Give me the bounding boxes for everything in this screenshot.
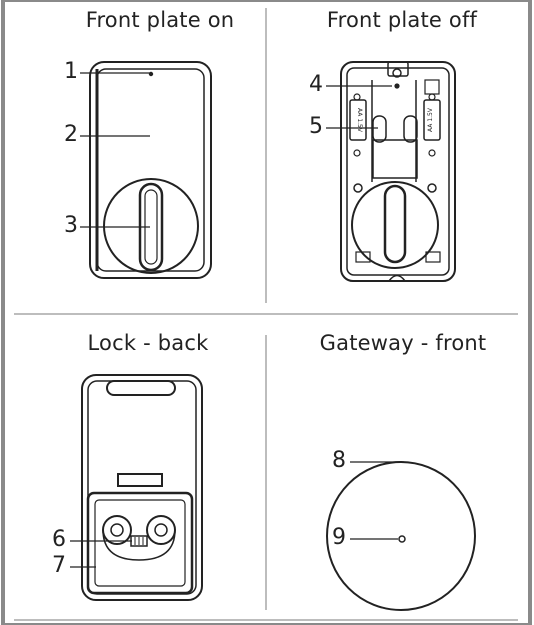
mount-bracket-bottom — [102, 529, 176, 561]
screw-right — [427, 183, 437, 193]
gateway-led — [398, 535, 406, 543]
battery-terminal-right-bottom — [428, 149, 436, 157]
callout-8: 8 — [332, 448, 346, 473]
battery-terminal-right-top — [428, 93, 436, 101]
reset-button — [387, 61, 409, 77]
front-plate-outer — [89, 61, 212, 279]
callout-2: 2 — [64, 122, 78, 147]
bottom-notch — [388, 274, 406, 282]
lock-front-plate-off: AA 1.5V AA 1.5V — [340, 61, 456, 282]
back-plate-outer — [81, 374, 203, 601]
led-dot — [394, 83, 400, 89]
gateway-front — [326, 461, 476, 611]
back-plate-inner — [87, 380, 197, 595]
mount-area-outer — [86, 491, 194, 595]
mount-hole-left-inner — [110, 523, 124, 537]
latch-left — [372, 115, 387, 143]
panel-title-front-plate-on: Front plate on — [85, 8, 235, 32]
battery-clip-top-right — [424, 79, 440, 95]
mount-area-inner — [94, 499, 186, 587]
callout-4: 4 — [309, 72, 323, 97]
callout-9: 9 — [332, 525, 346, 550]
screw-left — [353, 183, 363, 193]
lock-front-plate-on — [89, 61, 212, 279]
panel-title-lock-back: Lock - back — [87, 331, 209, 355]
lock-back — [81, 374, 203, 601]
battery-terminal-left-top — [353, 93, 361, 101]
sensor-dot — [148, 71, 154, 77]
thumb-turn-disc-back — [351, 181, 439, 269]
battery-left-label: AA 1.5V — [356, 108, 363, 133]
mount-hole-left — [102, 515, 132, 545]
callout-6: 6 — [52, 527, 66, 552]
latch-right — [403, 115, 418, 143]
mount-hole-right-inner — [154, 523, 168, 537]
callout-1: 1 — [64, 59, 78, 84]
foot-right — [425, 251, 441, 263]
battery-terminal-left-bottom — [353, 149, 361, 157]
top-slot — [106, 380, 176, 396]
mount-hole-right — [146, 515, 176, 545]
foot-left — [355, 251, 371, 263]
battery-right-label: AA 1.5V — [427, 107, 434, 132]
callout-5: 5 — [309, 114, 323, 139]
callout-7: 7 — [52, 553, 66, 578]
panel-title-gateway-front: Gateway - front — [319, 331, 487, 355]
thumb-turn-slot-back — [383, 184, 407, 264]
panel-title-front-plate-off: Front plate off — [326, 8, 478, 32]
mounting-slot — [117, 473, 163, 487]
callout-3: 3 — [64, 213, 78, 238]
reset-button-dot — [392, 68, 402, 78]
thumb-turn-disc — [103, 178, 199, 274]
front-plate-inner — [96, 68, 205, 272]
motor-box — [372, 139, 418, 179]
